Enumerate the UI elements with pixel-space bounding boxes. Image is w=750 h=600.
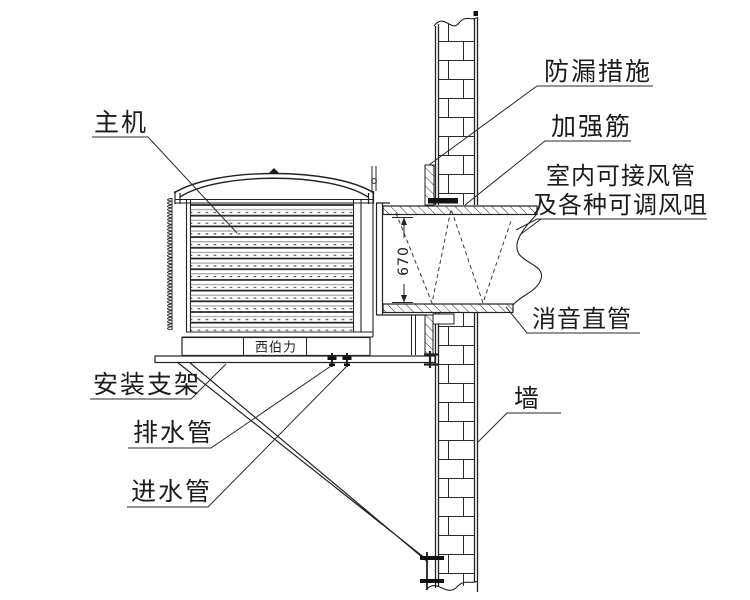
dimension-arrow-bottom: [401, 295, 407, 303]
label-main-unit-text: 主机: [94, 108, 148, 137]
unit-base-panel-lines: [243, 338, 307, 355]
label-silencer-duct: 消音直管: [505, 305, 640, 334]
leader-drain-pipe: [128, 365, 332, 449]
unit-brand-text: 西伯力: [255, 341, 297, 356]
wall-pipe-clamps: [420, 552, 444, 590]
wall-lower-bricks: [438, 312, 475, 586]
water-fitting-knob: [371, 178, 377, 184]
label-leak-prevention-text: 防漏措施: [544, 57, 652, 86]
lower-seal-block: [432, 313, 455, 325]
label-drain-pipe-text: 排水管: [133, 418, 214, 447]
bracket-shelf: [154, 355, 436, 364]
wall-top-corner-mark: [473, 11, 478, 16]
leader-reinforcing-rib: [464, 140, 631, 206]
brick-wall: [425, 11, 479, 592]
label-wall: 墙: [477, 384, 561, 443]
mounting-bracket-assembly: [154, 351, 444, 590]
label-leak-prevention: 防漏措施: [428, 57, 653, 166]
diagonal-brace: [176, 361, 429, 563]
label-main-unit: 主机: [92, 108, 238, 234]
dimension-witness-lines: [392, 217, 413, 303]
label-reinforcing-rib-text: 加强筋: [551, 112, 632, 141]
top-cover-end-caps: [174, 191, 375, 204]
leader-main-unit: [92, 136, 238, 234]
leader-wall: [477, 412, 561, 443]
label-reinforcing-rib: 加强筋: [464, 112, 632, 206]
label-inlet-pipe: 进水管: [127, 365, 348, 508]
shelf-wall-anchor: [424, 351, 438, 368]
leader-mounting-bracket: [90, 363, 227, 400]
label-silencer-duct-text: 消音直管: [532, 305, 632, 333]
leader-inlet-pipe: [127, 365, 348, 508]
louver-edge-ribs: [163, 198, 172, 330]
bottom-rails: [182, 331, 373, 338]
label-wall-text: 墙: [514, 384, 541, 413]
label-drain-pipe: 排水管: [128, 365, 332, 449]
rear-post: [371, 166, 377, 191]
label-mounting-bracket: 安装支架: [90, 363, 227, 400]
dimension-value: 670: [396, 246, 412, 276]
leader-indoor-duct-note: [515, 218, 707, 235]
upper-flashing-bar: [428, 198, 458, 204]
duct-airflow-dashed-lines: [395, 207, 513, 305]
label-indoor-duct-line2: 及各种可调风咀: [533, 191, 708, 219]
wall-upper-edges: [434, 18, 479, 205]
silencer-duct: [375, 202, 543, 355]
wall-bottom-break-line: [425, 580, 479, 591]
top-cover-arch: [173, 172, 375, 198]
louver-panel: [191, 204, 353, 332]
label-indoor-duct-line1: 室内可接风管: [546, 162, 696, 190]
inlet-fitting: [342, 353, 352, 367]
label-mounting-bracket-text: 安装支架: [93, 370, 201, 399]
leader-leak-prevention: [428, 85, 653, 166]
right-frame-column: [352, 191, 374, 337]
duct-support-post: [411, 315, 416, 355]
top-rail: [175, 198, 374, 204]
top-cover-apex-cap: [268, 168, 280, 174]
duct-bottom-wall: [382, 303, 514, 314]
annotations: 主机 防漏措施 加强筋 室内可接风管 及各种可调风咀 消音直管 墙: [90, 57, 708, 508]
dimension-arrow-top: [401, 217, 407, 225]
label-inlet-pipe-text: 进水管: [131, 477, 212, 506]
left-frame-column: [185, 199, 192, 332]
wall-lower-edges: [434, 312, 479, 592]
drain-fitting: [327, 353, 337, 367]
leader-silencer-duct: [505, 306, 640, 334]
main-unit: 西伯力: [163, 166, 377, 357]
label-indoor-duct-note: 室内可接风管 及各种可调风咀: [515, 162, 708, 235]
wall-upper-bricks: [438, 24, 475, 205]
dimension-duct-height: 670: [392, 217, 413, 303]
wall-top-break-line: [433, 16, 479, 27]
duct-connection-flange: [375, 202, 427, 316]
duct-top-wall: [382, 205, 538, 216]
duct-break-edge: [512, 214, 543, 306]
lower-seal-column: [424, 314, 434, 355]
